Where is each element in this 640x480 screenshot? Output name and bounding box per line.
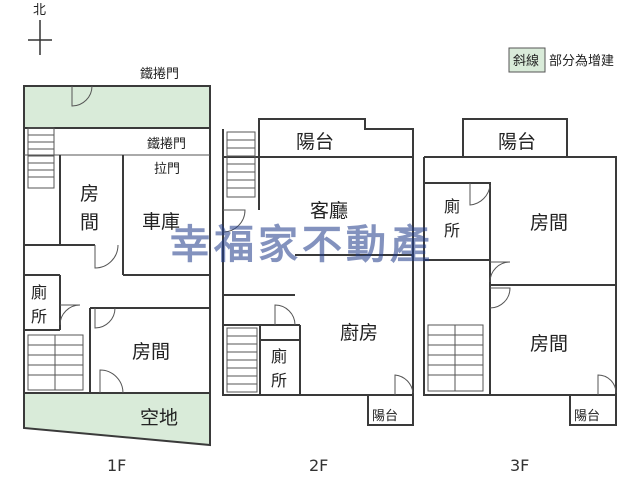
- f1-stairs-top: [27, 127, 55, 189]
- f2-stairs-bottom: [226, 327, 258, 393]
- f3-door-room-a: [489, 261, 511, 283]
- legend-swatch-label: 斜線: [513, 53, 539, 69]
- north-label: 北: [33, 3, 46, 18]
- f1-door-toilet: [59, 304, 81, 326]
- f2-balcony-top-label: 陽台: [296, 131, 334, 153]
- f1-door-yard: [99, 369, 124, 394]
- f2-stairs-top: [226, 131, 256, 198]
- f1-door-room-a: [94, 244, 119, 269]
- f1-room-a-label: 房間: [80, 183, 99, 234]
- f1-floor-label: 1F: [107, 456, 126, 475]
- f2-living-label: 客廳: [310, 200, 348, 222]
- floor-2f: 陽台 客廳 廚房 廁所 陽台 2F: [222, 118, 414, 475]
- f1-room-b-label: 房間: [132, 341, 170, 363]
- f1-sliding-door-label: 拉門: [154, 162, 180, 177]
- legend-text: 部分為增建: [549, 53, 614, 69]
- f1-top-gate-label: 鐵捲門: [140, 66, 179, 82]
- f1-inner-gate-label: 鐵捲門: [147, 136, 186, 152]
- floor-1f: 鐵捲門 鐵捲門 拉門 房間 車庫 廁所 房間 空地 1F: [23, 66, 211, 475]
- f2-door-stairs: [222, 209, 246, 233]
- f1-door-room-b: [94, 307, 116, 329]
- f2-balcony-small-label: 陽台: [372, 409, 398, 424]
- f3-room-a-label: 房間: [530, 212, 568, 234]
- f3-door-balcony: [597, 374, 617, 395]
- f3-room-b-label: 房間: [530, 333, 568, 355]
- north-arrow-icon: 北: [28, 3, 52, 55]
- f2-toilet-label: 廁所: [271, 347, 287, 390]
- f1-garage-label: 車庫: [142, 211, 180, 233]
- legend-swatch: [508, 47, 546, 73]
- f2-floor-label: 2F: [309, 456, 328, 475]
- hatch-top: [24, 86, 210, 128]
- f3-toilet-label: 廁所: [444, 197, 460, 240]
- watermark-text: 幸福家不動產: [170, 222, 434, 268]
- f3-balcony-top-label: 陽台: [498, 131, 536, 153]
- f2-door-toilet: [274, 304, 296, 326]
- f1-yard-label: 空地: [140, 407, 178, 429]
- legend: 斜線 部分為增建: [508, 47, 614, 73]
- f1-toilet-label: 廁所: [31, 283, 47, 326]
- f3-floor-label: 3F: [510, 456, 529, 475]
- f3-door-toilet: [469, 183, 491, 206]
- f3-stairs: [427, 324, 484, 392]
- f2-kitchen-label: 廚房: [340, 321, 378, 344]
- f1-door-top: [71, 85, 93, 107]
- f2-door-balcony: [394, 374, 414, 395]
- f1-outer-wall: [23, 85, 211, 447]
- floor-3f: 陽台 廁所 房間 房間 陽台 3F: [423, 118, 617, 475]
- f1-stairs-bottom: [27, 334, 84, 391]
- f3-door-room-b: [489, 287, 511, 309]
- f3-balcony-small-label: 陽台: [574, 409, 600, 424]
